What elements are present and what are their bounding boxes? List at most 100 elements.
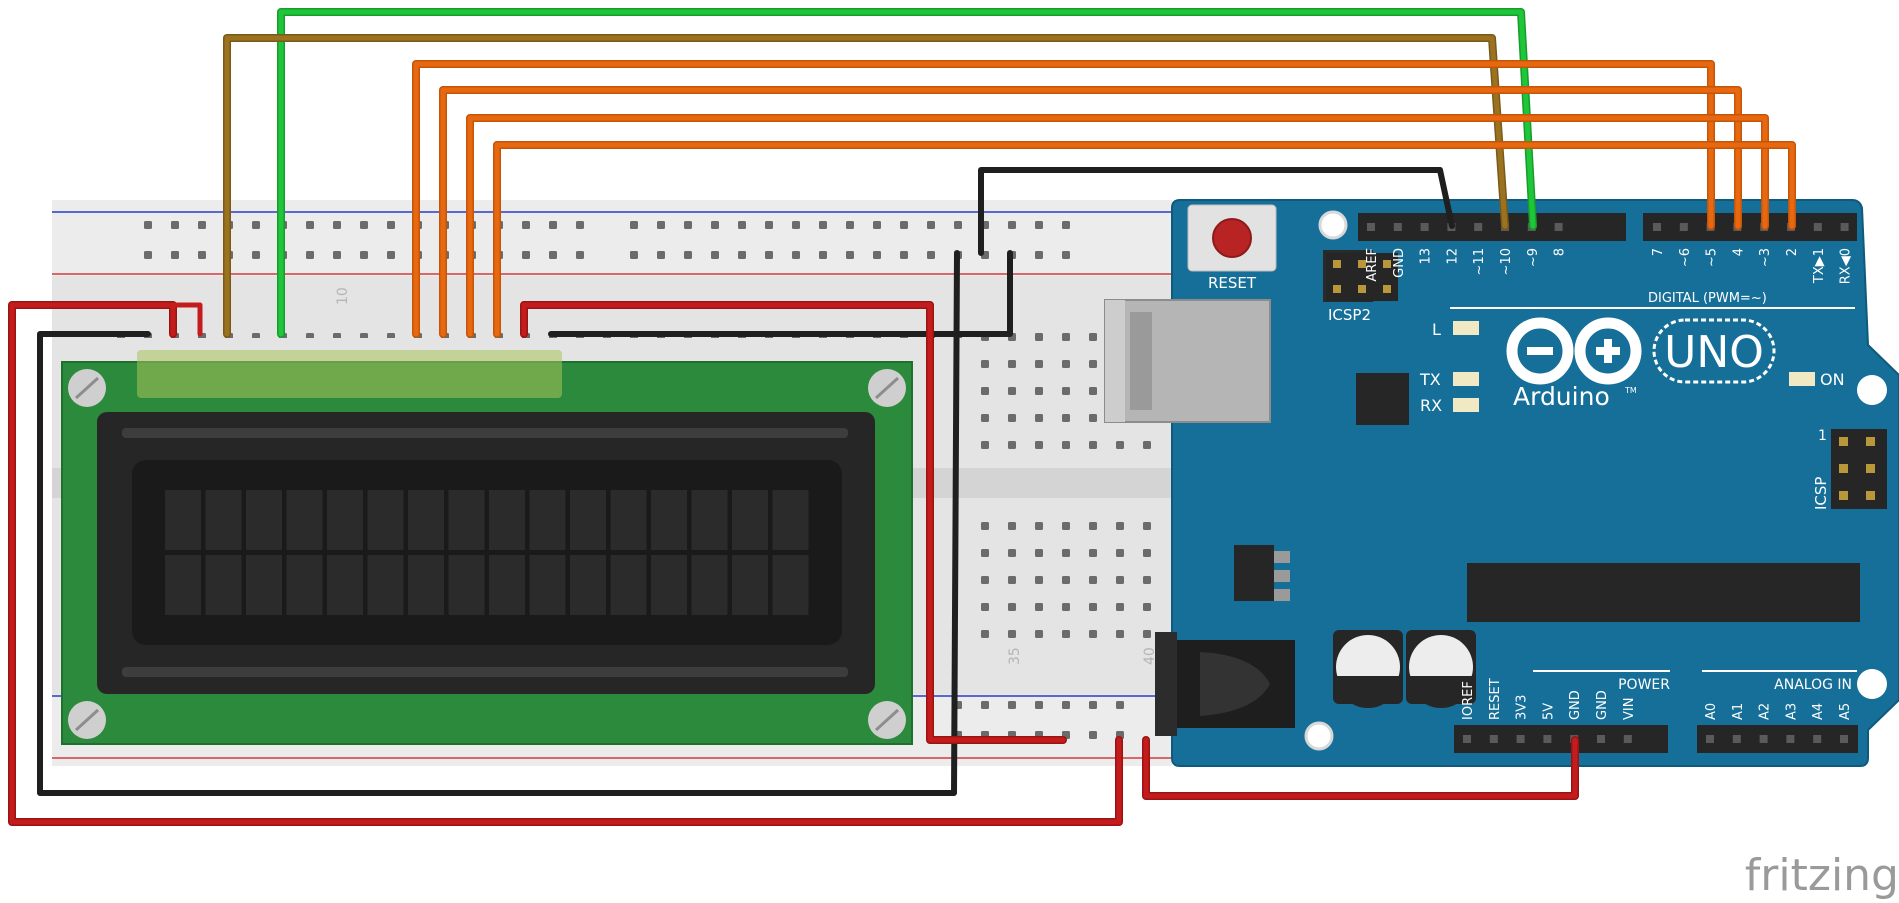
wire-black-gnd-arduino	[978, 167, 1455, 256]
wire-black-lcd-gnd	[37, 250, 960, 796]
digital-high-pin-label: 8	[1553, 248, 1568, 256]
digital-header-label: DIGITAL (PWM=~)	[1648, 291, 1767, 306]
power-pin-hole	[1597, 735, 1605, 743]
power-pin-label: RESET	[1488, 678, 1503, 720]
led-on-icon	[1789, 372, 1815, 386]
arduino-infinity-logo	[1506, 317, 1642, 385]
lcd-header-pins	[137, 350, 562, 398]
board-mount-hole-r1	[1857, 375, 1887, 405]
led-tx-icon	[1453, 372, 1479, 386]
lcd-character-cell	[691, 490, 728, 550]
lcd-character-cell	[651, 555, 687, 615]
digital-high-pin-label: AREF	[1365, 248, 1380, 282]
power-pin-hole	[1463, 735, 1471, 743]
lcd-character-cell	[286, 490, 323, 550]
lcd-character-cell	[165, 555, 201, 615]
digital-high-pin-label: ~9	[1526, 248, 1541, 267]
lcd-character-cell	[772, 490, 809, 550]
lcd-character-cell	[732, 555, 768, 615]
atmega-microcontroller	[1467, 563, 1860, 622]
digital-high-pin-hole	[1474, 223, 1483, 231]
reset-button	[1187, 204, 1277, 272]
power-pin-label: IOREF	[1461, 681, 1476, 720]
led-on-label: ON	[1820, 370, 1845, 389]
power-pin-label: VIN	[1622, 698, 1637, 720]
icsp-pin1-label: 1	[1818, 428, 1827, 444]
analog-pin-label: A4	[1811, 703, 1826, 720]
lcd-character-cell	[286, 555, 323, 615]
analog-header-label: ANALOG IN	[1774, 677, 1852, 693]
lcd-character-cell	[610, 555, 647, 615]
dc-power-jack	[1155, 632, 1295, 736]
usb-b-connector	[1104, 299, 1271, 423]
icsp2-header	[1323, 250, 1398, 302]
lcd-character-cell	[327, 555, 363, 615]
digital-low-pin-hole	[1840, 223, 1849, 231]
analog-header	[1697, 725, 1858, 753]
board-mount-hole-tl	[1318, 210, 1348, 240]
lcd-character-cell	[408, 555, 444, 615]
digital-low-pin-label: TX▶1	[1812, 248, 1827, 284]
led-rx-icon	[1453, 398, 1479, 412]
power-pin-label: 5V	[1541, 703, 1556, 720]
lcd-character-cell	[367, 490, 404, 550]
led-l-label: L	[1432, 320, 1441, 339]
digital-high-pin-hole	[1554, 223, 1563, 231]
lcd-character-cell	[489, 555, 525, 615]
lcd-character-grid	[165, 490, 809, 615]
column-number-35: 35	[1007, 647, 1023, 665]
voltage-regulator	[1234, 545, 1290, 601]
logo-minus-icon	[1527, 347, 1553, 355]
digital-high-pin-label: ~11	[1472, 248, 1487, 275]
lcd-character-cell	[529, 490, 566, 550]
digital-high-pin-hole	[1367, 223, 1375, 231]
digital-high-pin-label: 12	[1445, 248, 1460, 265]
lcd-mounting-hole-tr	[868, 369, 906, 407]
wire-red-contrast	[170, 302, 203, 337]
uno-badge	[1652, 318, 1776, 384]
analog-pin-label: A1	[1731, 703, 1746, 720]
power-pin-hole	[1516, 735, 1525, 743]
analog-pin-hole	[1813, 735, 1822, 743]
analog-pin-label: A0	[1704, 703, 1719, 720]
lcd-mounting-hole-tl	[68, 369, 106, 407]
power-pin-label: 3V3	[1515, 695, 1530, 720]
analog-pin-label: A3	[1784, 703, 1799, 720]
power-pin-label: GND	[1568, 690, 1583, 720]
capacitor-2	[1406, 630, 1476, 708]
digital-low-pin-label: 4	[1731, 248, 1746, 256]
lcd-character-cell	[367, 555, 404, 615]
digital-low-pin-hole	[1653, 223, 1661, 231]
fritzing-watermark: fritzing	[1745, 850, 1899, 901]
lcd-character-cell	[732, 490, 768, 550]
analog-pin-hole	[1759, 735, 1768, 743]
digital-high-pin-label: GND	[1392, 248, 1407, 278]
lcd-character-cell	[651, 490, 687, 550]
power-pin-label: GND	[1595, 690, 1610, 720]
top-rail-holes-2	[622, 214, 1082, 274]
lcd-character-cell	[691, 555, 728, 615]
power-header	[1454, 725, 1668, 753]
main-holes-lower	[970, 512, 1170, 647]
lcd-bezel-bar-top	[122, 428, 848, 438]
lcd-character-cell	[489, 490, 525, 550]
icsp-label: ICSP	[1812, 477, 1830, 510]
digital-low-pin-label: ~6	[1678, 248, 1693, 267]
analog-pin-hole	[1786, 735, 1795, 743]
digital-high-pin-hole	[1393, 223, 1402, 231]
column-number-10: 10	[335, 287, 351, 305]
uno-label: UNO	[1664, 327, 1764, 378]
led-l-icon	[1453, 321, 1479, 335]
lcd-character-cell	[448, 555, 485, 615]
icsp2-label: ICSP2	[1328, 306, 1371, 324]
arduino-tm-label: TM	[1624, 386, 1637, 395]
reset-label: RESET	[1208, 274, 1257, 292]
led-tx-label: TX	[1419, 370, 1441, 389]
analog-pin-hole	[1840, 735, 1848, 743]
digital-low-pin-label: RX◀0	[1839, 248, 1854, 284]
lcd-bezel-bar-bottom	[122, 667, 848, 677]
digital-low-pin-label: 2	[1785, 248, 1800, 256]
digital-high-pin-label: 13	[1419, 248, 1434, 265]
